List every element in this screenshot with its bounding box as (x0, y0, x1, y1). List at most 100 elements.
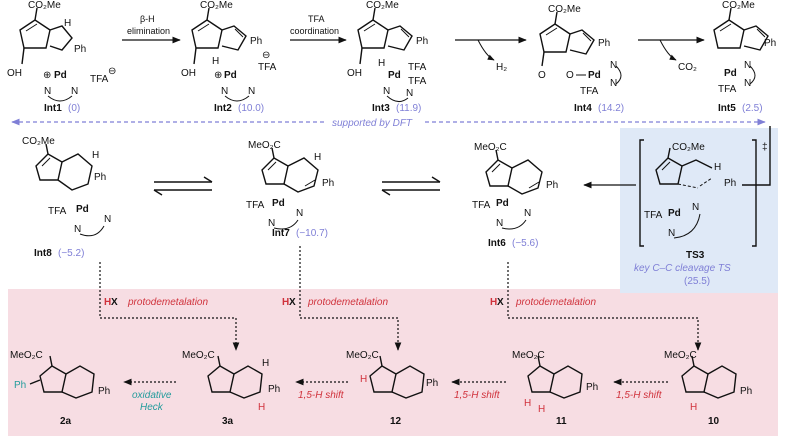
atom-n: N (104, 214, 111, 225)
atom-ph: Ph (74, 44, 86, 55)
transition-state-ts3: ‡ CO₂Me H Ph TFA Pd N N TS3 key C–C clea… (634, 139, 768, 287)
atom-n: N (496, 218, 503, 229)
atom-oh: OH (7, 68, 22, 79)
atom-n: N (383, 86, 390, 97)
energy-int7: (−10.7) (296, 228, 328, 239)
atom-co2me: CO₂Me (672, 142, 705, 153)
atom-n: N (44, 86, 51, 97)
atom-ph-teal: Ph (14, 380, 26, 391)
energy-int1: (0) (68, 103, 80, 114)
arrow-h2-label: H₂ (496, 62, 507, 73)
atom-h: H (714, 162, 721, 173)
compound-int5: CO₂Me Ph Pd N N TFA Int5 (2.5) (713, 0, 776, 114)
atom-h: H (212, 56, 219, 67)
atom-co2me: CO₂Me (366, 0, 399, 11)
protodemetalation-2: protodemetalation (307, 297, 388, 308)
atom-tfa: TFA (644, 210, 663, 221)
hx-h-2: H (282, 297, 289, 308)
compound-int2: CO₂Me OH Ph H ⊕ Pd N N TFA ⊖ Int2 (10.0) (181, 0, 277, 114)
atom-tfa: TFA (718, 84, 737, 95)
atom-pd: Pd (588, 70, 601, 81)
atom-tfa: TFA (408, 76, 427, 87)
atom-ph: Ph (546, 180, 558, 191)
atom-ph: Ph (586, 382, 598, 393)
atom-minus: ⊖ (108, 66, 116, 77)
atom-co2me: CO₂Me (22, 136, 55, 147)
atom-n: N (524, 208, 531, 219)
atom-h-red: H (524, 398, 531, 409)
compound-int7: MeO₂C H Ph TFA Pd N N Int7 (−10.7) (246, 140, 334, 239)
atom-ph: Ph (598, 38, 610, 49)
atom-tfa: TFA (48, 206, 67, 217)
energy-int5: (2.5) (742, 103, 763, 114)
atom-n: N (668, 228, 675, 239)
label-int8: Int8 (34, 248, 52, 259)
hx-x-3: X (497, 297, 504, 308)
equilibrium-arrows-1 (153, 176, 213, 196)
atom-ph: Ph (416, 36, 428, 47)
atom-pd: Pd (54, 70, 67, 81)
atom-n: N (296, 208, 303, 219)
label-3a: 3a (222, 416, 234, 427)
compound-2a: MeO₂C Ph Ph 2a (10, 350, 110, 427)
atom-co2me: CO₂Me (722, 0, 755, 11)
label-int4: Int4 (574, 103, 592, 114)
atom-ph: Ph (268, 384, 280, 395)
atom-n: N (744, 78, 751, 89)
atom-co2me: CO₂Me (548, 4, 581, 15)
dft-label-bg (326, 115, 424, 128)
dft-note: supported by DFT (332, 118, 413, 129)
compound-12: MeO₂C H Ph 12 (346, 350, 438, 427)
atom-h: H (64, 18, 71, 29)
shift-label-2: 1,5-H shift (454, 390, 501, 401)
atom-pd: Pd (388, 70, 401, 81)
arrow-elimination-label: elimination (127, 26, 170, 36)
atom-n: N (221, 86, 228, 97)
compound-int6: MeO₂C Ph TFA Pd N N Int6 (−5.6) (472, 142, 558, 249)
energy-int2: (10.0) (238, 103, 264, 114)
atom-ph: Ph (724, 178, 736, 189)
atom-h-red: H (538, 404, 545, 415)
connector-int5-ts3 (742, 126, 771, 186)
arrow-co2-release (659, 39, 677, 61)
arrow-h2-release (477, 39, 495, 61)
atom-h: H (92, 150, 99, 161)
atom-n: N (744, 60, 751, 71)
arrow-tfa-label: TFA (308, 14, 325, 24)
compound-int3: CO₂Me OH Ph H Pd TFA TFA N N Int3 (11.9) (347, 0, 428, 114)
compound-10: MeO₂C H Ph 10 (664, 350, 752, 427)
atom-ph: Ph (322, 178, 334, 189)
compound-int8: CO₂Me H Ph TFA Pd N N Int8 (−5.2) (22, 136, 111, 259)
atom-oh: OH (181, 68, 196, 79)
compound-3a: MeO₂C H H Ph 3a (182, 350, 280, 427)
atom-pd: Pd (724, 68, 737, 79)
ts-dagger: ‡ (762, 142, 768, 153)
atom-meo2c: MeO₂C (474, 142, 507, 153)
atom-o: O (538, 70, 546, 81)
atom-meo2c: MeO₂C (182, 350, 215, 361)
label-int3: Int3 (372, 103, 390, 114)
atom-h-red: H (258, 402, 265, 413)
dotted-connectors (99, 246, 702, 351)
label-int5: Int5 (718, 103, 736, 114)
atom-pd: Pd (668, 208, 681, 219)
atom-tfa: TFA (408, 62, 427, 73)
atom-co2me: CO₂Me (200, 0, 233, 11)
atom-meo2c: MeO₂C (512, 350, 545, 361)
atom-pd: Pd (224, 70, 237, 81)
atom-minus: ⊖ (262, 50, 270, 61)
atom-pd: Pd (76, 204, 89, 215)
compound-int1: CO₂Me OH H Ph ⊕ Pd N N TFA ⊖ Int1 (0) (7, 0, 116, 114)
hx-h-1: H (104, 297, 111, 308)
atom-pd: Pd (272, 198, 285, 209)
protodemetalation-3: protodemetalation (515, 297, 596, 308)
energy-int6: (−5.6) (512, 238, 538, 249)
hx-h-3: H (490, 297, 497, 308)
atom-plus: ⊕ (43, 70, 51, 81)
atom-tfa: TFA (90, 74, 109, 85)
label-10: 10 (708, 416, 720, 427)
energy-int8: (−5.2) (58, 248, 84, 259)
atom-pd: Pd (496, 198, 509, 209)
label-11: 11 (556, 416, 567, 427)
